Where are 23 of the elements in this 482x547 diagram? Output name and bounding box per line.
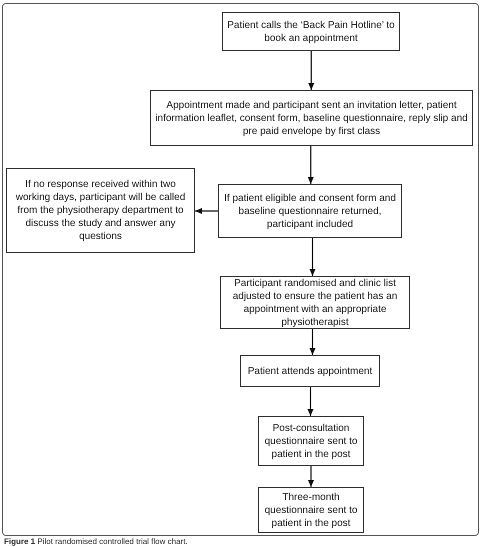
- process-box: [150, 90, 473, 146]
- process-box: [258, 487, 364, 533]
- process-box: [222, 12, 400, 51]
- arrow: [195, 208, 218, 214]
- arrow: [308, 387, 314, 416]
- process-box: [218, 184, 402, 238]
- arrow: [308, 466, 314, 487]
- box-text: Post-consultation questionnaire sent to patient in the post: [264, 422, 358, 460]
- box-text: Patient attends appointment: [248, 364, 372, 378]
- arrow: [308, 146, 314, 184]
- process-box: [258, 416, 364, 466]
- arrow: [308, 51, 314, 90]
- arrow: [310, 329, 316, 355]
- box-text: If patient eligible and consent form and baseline questionnaire returned, participant included: [223, 192, 397, 230]
- box-text: Patient calls the ‘Back Pain Hotline’ to book an appointment: [226, 18, 396, 44]
- process-box: [6, 168, 195, 253]
- figure-caption: Figure 1 Pilot randomised controlled trial flow chart.: [4, 537, 188, 547]
- process-box: [240, 355, 380, 387]
- box-text: Participant randomised and clinic list adjusted to ensure the patient has an appointment with an appropriate physiotherapist: [232, 276, 398, 328]
- box-text: Three-month questionnaire sent to patient in the post: [264, 490, 358, 530]
- arrow: [310, 238, 316, 276]
- box-text: Appointment made and participant sent an invitation letter, patient information leaflet, consent form, baseline questionnaire, reply slip and pre paid envelope by first class: [154, 98, 469, 138]
- box-text: If no response received within two working days, participant will be called from the physiotherapy department to discuss the study and answer any questions: [14, 178, 186, 243]
